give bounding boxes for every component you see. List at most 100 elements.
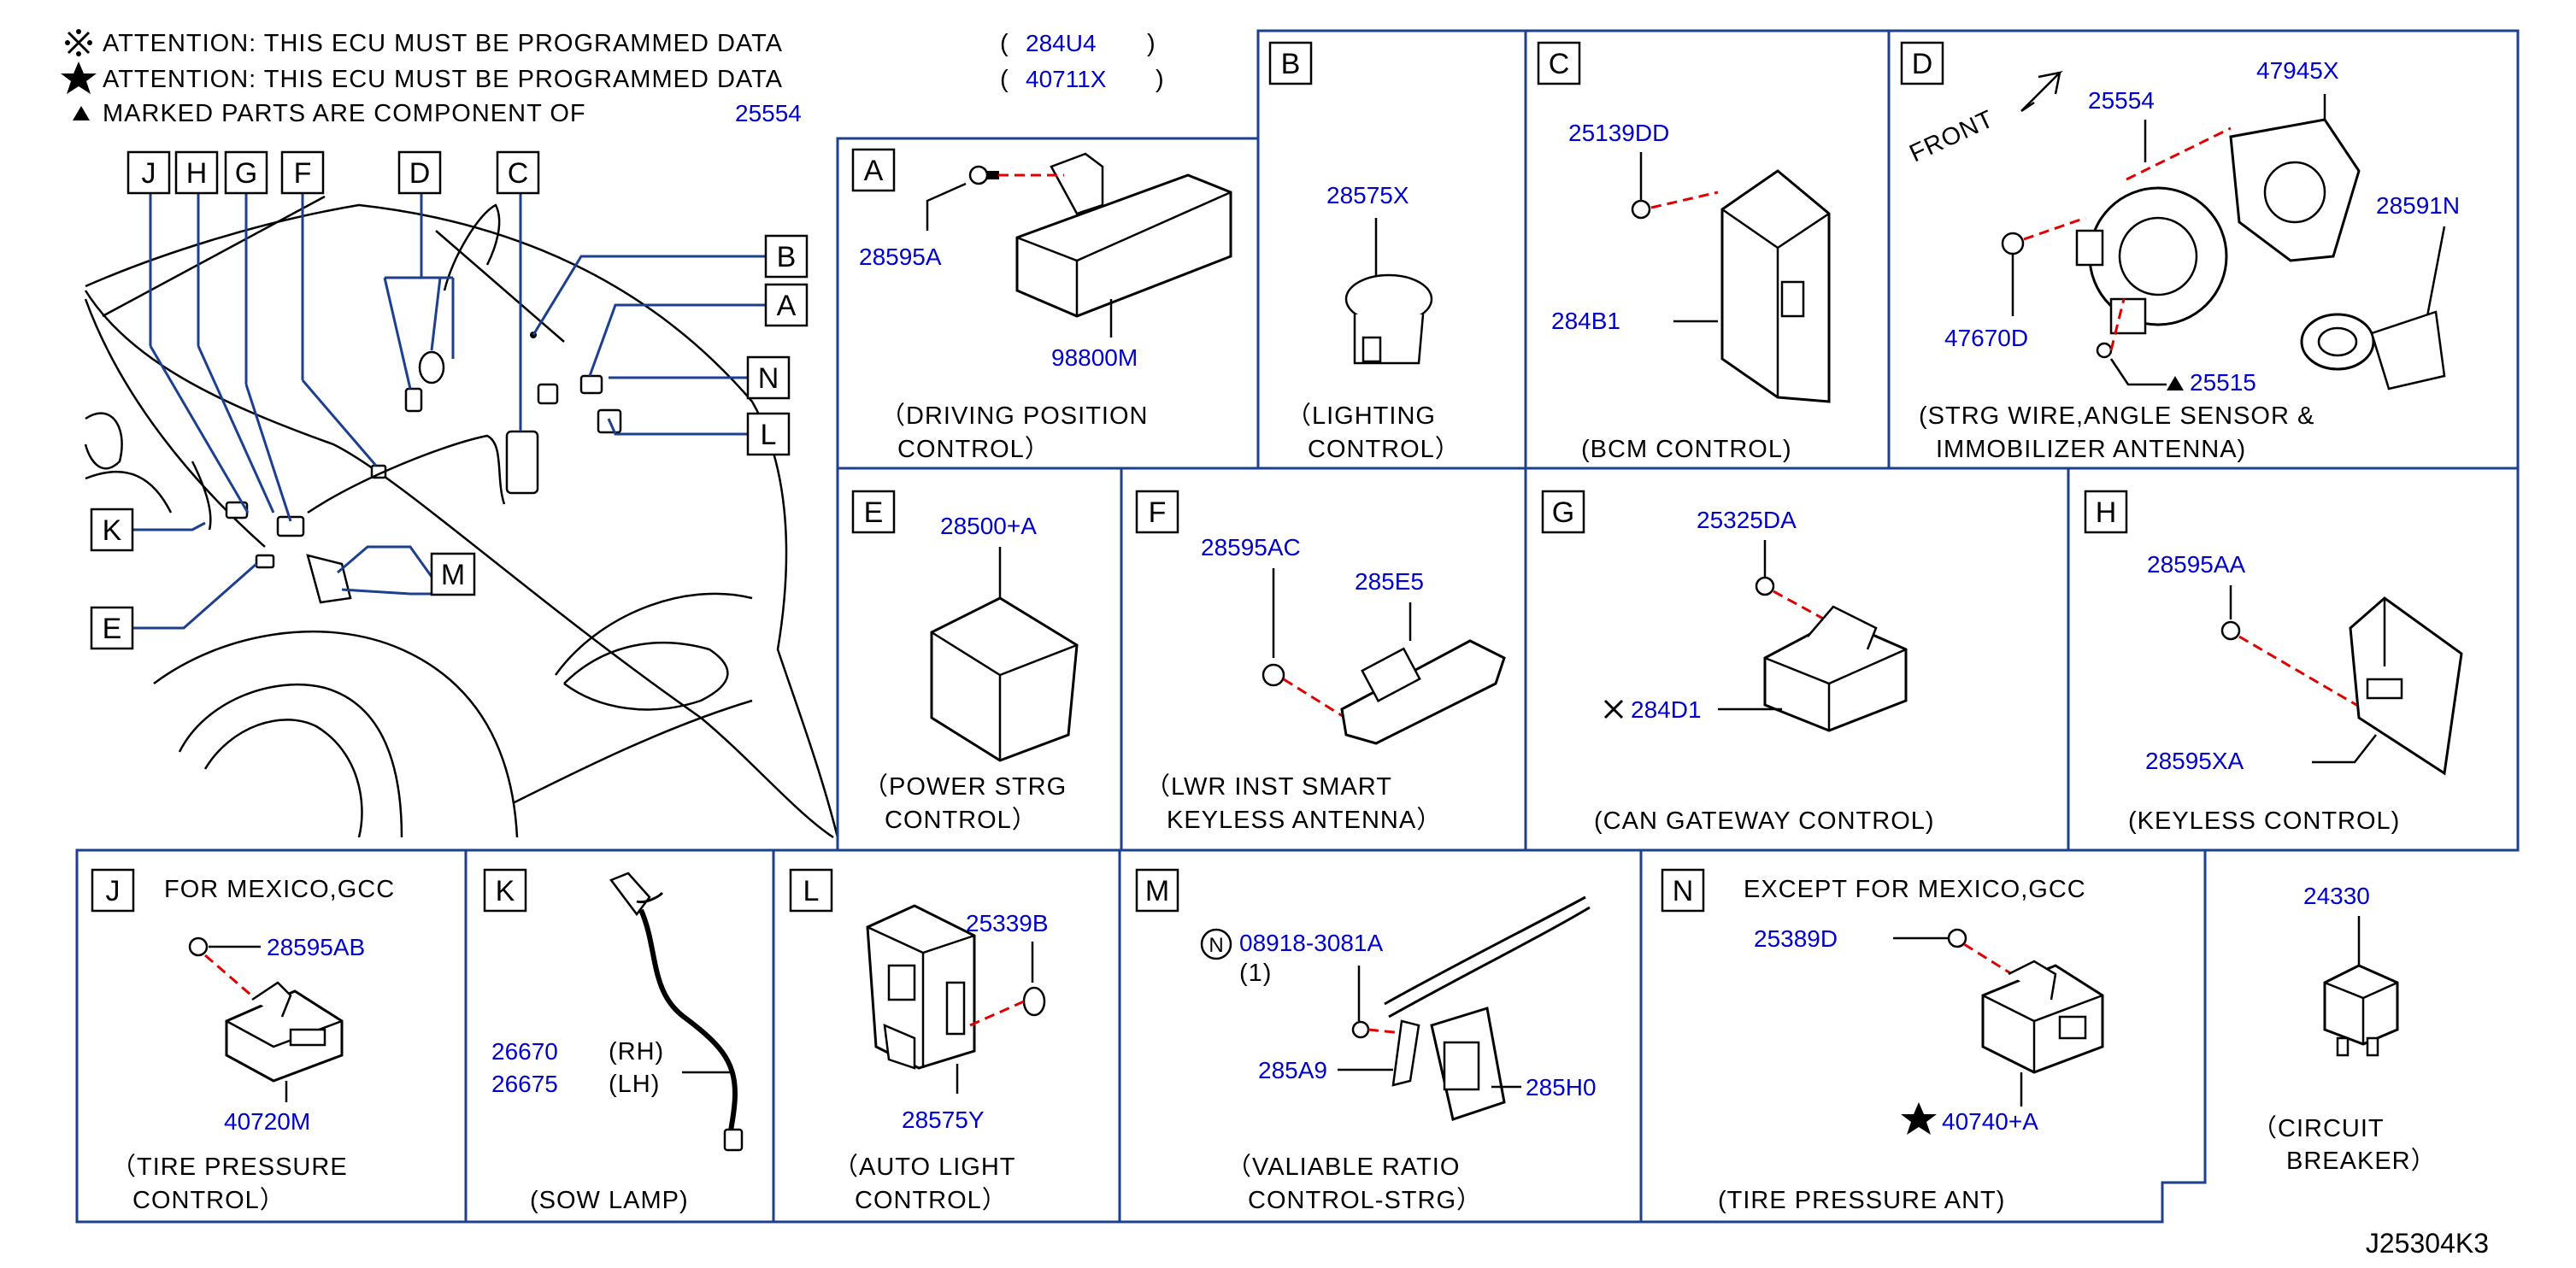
overview-callouts: J H G F D C B A N L M K E [90,150,809,650]
part-285a9[interactable]: 285A9 [1258,1057,1327,1083]
tire-pressure-control-unit[interactable] [225,981,344,1083]
callout-k[interactable]: K [90,508,134,552]
svg-text:(: ( [1000,66,1009,93]
component-code[interactable]: 25554 [735,100,802,126]
bcm-control-unit[interactable] [1720,169,1831,403]
callout-l[interactable]: L [746,412,791,456]
star-icon [1901,1102,1937,1135]
part-284d1[interactable]: 284D1 [1631,696,1702,723]
part-28575y[interactable]: 28575Y [902,1107,985,1133]
svg-text:N: N [758,362,779,395]
header-notes: ATTENTION: THIS ECU MUST BE PROGRAMMED D… [61,29,1164,127]
callout-f[interactable]: F [280,150,325,195]
callout-c[interactable]: C [496,150,540,195]
part-47945x[interactable]: 47945X [2256,57,2339,84]
part-40720m[interactable]: 40720M [224,1108,310,1135]
panel-grid [75,29,2520,1224]
part-47670d[interactable]: 47670D [1944,325,2028,351]
svg-text:N: N [1209,934,1223,957]
part-25389d[interactable]: 25389D [1754,925,1838,952]
part-28575x[interactable]: 28575X [1326,182,1409,208]
screw-icon [1631,199,1651,220]
part-40740a[interactable]: 40740+A [1942,1108,2038,1135]
panel-l-caption-2: CONTROL） [855,1187,1008,1214]
attention-code-2[interactable]: 40711X [1026,66,1107,92]
keyless-antenna[interactable] [1340,639,1506,745]
steering-bracket[interactable] [2229,118,2361,262]
reference-mark-icon [65,29,92,56]
part-08918-3081a[interactable]: 08918-3081A [1239,930,1383,956]
part-28595xa[interactable]: 28595XA [2145,748,2244,774]
lighting-sensor-part[interactable] [1344,273,1433,365]
front-label: FRONT [1905,105,1998,167]
side-lamp-harness[interactable] [609,872,744,1152]
callout-e[interactable]: E [90,606,134,650]
side-rh: (RH) [609,1038,664,1065]
keyless-control-unit[interactable] [2349,596,2463,776]
part-28595a[interactable]: 28595A [859,244,942,270]
callout-a[interactable]: A [764,283,809,327]
part-285h0[interactable]: 285H0 [1526,1074,1597,1101]
vehicle-overview [84,195,839,839]
panel-h-letter: H [2096,496,2117,529]
part-26675[interactable]: 26675 [491,1071,558,1097]
panel-c-letter: C [1549,48,1570,80]
panel-j-note: FOR MEXICO,GCC [164,876,395,903]
callout-j[interactable]: J [126,150,171,195]
panel-a-letter: A [864,155,884,187]
component-note: MARKED PARTS ARE COMPONENT OF [103,100,586,127]
panel-f-caption-2: KEYLESS ANTENNA） [1167,807,1442,834]
can-gateway-unit[interactable] [1763,605,1908,732]
screw-icon [1755,576,1775,596]
part-25515[interactable]: 25515 [2190,369,2256,396]
part-28595ab[interactable]: 28595AB [267,934,365,960]
part-24330[interactable]: 24330 [2303,883,2370,909]
steering-angle-sensor[interactable] [2075,186,2228,335]
panel-e-letter: E [864,496,884,529]
svg-text:(: ( [1000,30,1009,57]
callout-h[interactable]: H [174,150,219,195]
svg-text:): ) [1147,30,1156,57]
part-25554[interactable]: 25554 [2088,87,2155,114]
part-285e5[interactable]: 285E5 [1355,568,1424,595]
panel-j: J FOR MEXICO,GCC 28595AB 40720M （TIRE PR… [91,868,395,1214]
panel-d-caption-1: (STRG WIRE,ANGLE SENSOR & [1919,402,2314,430]
part-25139dd[interactable]: 25139DD [1568,120,1669,146]
callout-d[interactable]: D [397,150,442,195]
attention-line-2: ATTENTION: THIS ECU MUST BE PROGRAMMED D… [103,66,783,93]
variable-ratio-control-unit[interactable] [1384,895,1591,1121]
panel-l-letter: L [803,875,820,907]
callout-m[interactable]: M [430,552,476,596]
auto-light-control-unit[interactable] [866,904,976,1070]
power-steering-control-unit[interactable] [930,596,1079,762]
part-26670[interactable]: 26670 [491,1038,558,1065]
svg-text:G: G [235,157,257,190]
callout-b[interactable]: B [764,234,809,279]
panel-d-caption-2: IMMOBILIZER ANTENNA) [1936,436,2246,463]
part-284b1[interactable]: 284B1 [1551,308,1620,334]
svg-text:D: D [409,157,431,190]
panel-e-caption-1: （POWER STRG [863,773,1067,801]
screw-icon [2220,620,2241,641]
part-28595ac[interactable]: 28595AC [1201,534,1301,561]
part-25339b[interactable]: 25339B [966,910,1049,936]
part-28591n[interactable]: 28591N [2376,192,2460,219]
callout-g[interactable]: G [224,150,268,195]
driving-position-control-unit[interactable] [1015,152,1232,318]
attention-code-1[interactable]: 284U4 [1026,30,1097,56]
svg-text:C: C [508,157,529,190]
callout-n[interactable]: N [746,355,791,400]
panel-a: A 28595A 98800M （DRIVING POSITION CONTRO… [851,148,1232,463]
part-28500a[interactable]: 28500+A [940,513,1037,539]
immobilizer-antenna[interactable] [2300,310,2446,390]
circuit-breaker-part[interactable] [2323,964,2399,1057]
tire-pressure-antenna[interactable] [1981,960,2104,1074]
panel-c: C 25139DD 284B1 (BCM CONTROL) [1537,41,1831,463]
part-25325da[interactable]: 25325DA [1697,507,1797,533]
panel-m-caption-1: （VALIABLE RATIO [1226,1154,1460,1181]
screw-icon [188,936,209,957]
front-arrow-icon [2020,70,2063,113]
panel-n-letter: N [1673,875,1694,907]
part-98800m[interactable]: 98800M [1051,344,1138,371]
part-28595aa[interactable]: 28595AA [2147,551,2246,578]
